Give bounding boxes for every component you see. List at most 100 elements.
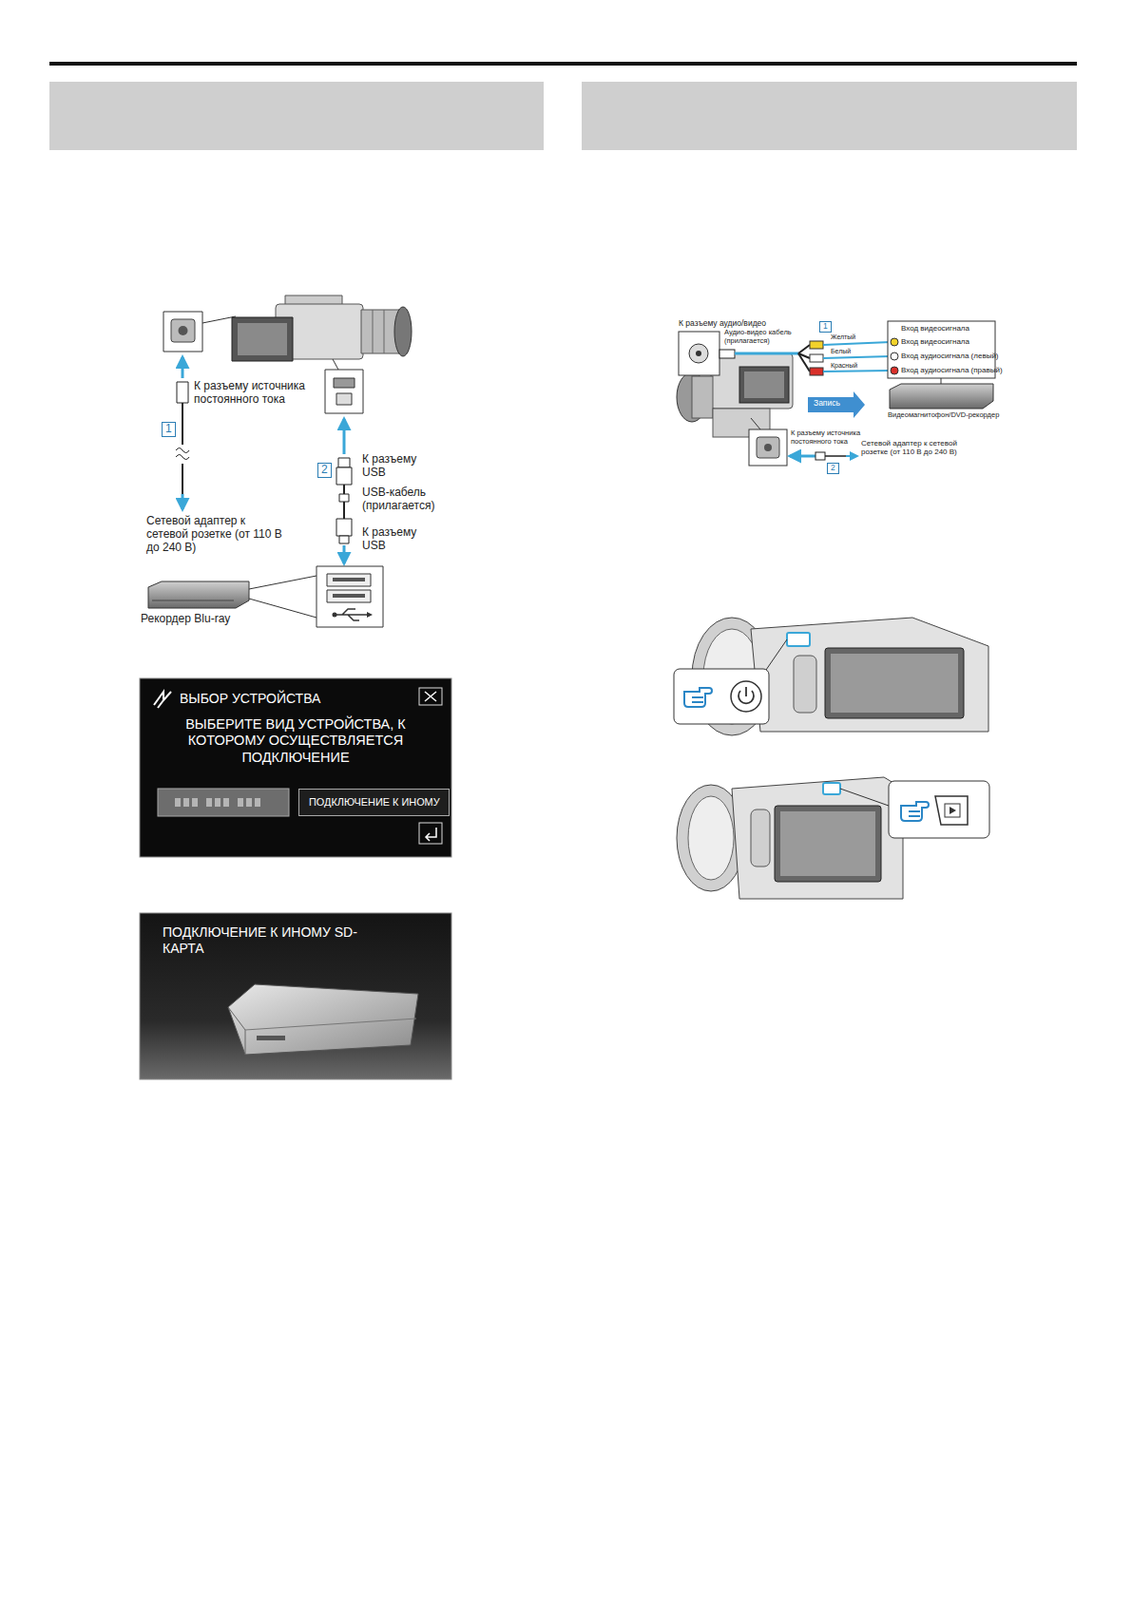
usb-connection-illustration-part: [163, 311, 203, 352]
device-select-screen-part: [425, 827, 437, 842]
usb-connection-illustration-part: [316, 566, 384, 628]
part-label: Запись: [813, 399, 841, 409]
usb-connection-illustration-part: [249, 575, 317, 590]
device-select-screen-part-part: [246, 798, 252, 807]
screen-button: ПОДКЛЮЧЕНИЕ К ИНОМУ: [298, 788, 450, 817]
av-connection-illustration-part: [691, 376, 713, 419]
usb-connection-illustration-part: [339, 536, 349, 544]
av-connection-illustration-part: [815, 452, 826, 461]
usb-connection-illustration-part: [178, 326, 189, 336]
usb-connection-illustration-part: [383, 309, 385, 354]
part-label: Вход видеосигнала: [901, 337, 970, 346]
power-button-illustration-part: [684, 688, 712, 708]
device-select-screen-part: [419, 823, 442, 845]
av-connection-illustration-part: [756, 437, 780, 459]
power-button-illustration-part-part: [684, 688, 712, 708]
av-connection-illustration: [676, 321, 996, 466]
usb-connection-illustration-part: [332, 359, 339, 370]
part-label: Рекордер Blu-ray: [140, 613, 231, 627]
av-connection-illustration-part: [940, 378, 942, 384]
usb-connection-illustration-part: [171, 319, 195, 343]
av-connection-illustration-part: [764, 443, 772, 452]
av-connection-illustration-part: [890, 366, 899, 375]
power-button-illustration-part: [745, 687, 748, 697]
av-connection-illustration-part: [807, 391, 865, 419]
playback-button-illustration-part-part: [908, 815, 921, 818]
usb-connection-illustration-part: [339, 494, 349, 502]
usb-connection-illustration-part: [176, 382, 189, 403]
playback-button-illustration-part: [840, 788, 889, 806]
sd-card-connect-screen-part: [228, 984, 419, 1056]
av-connection-illustration-part: [798, 345, 810, 354]
usb-connection-illustration-part: [332, 594, 365, 598]
callout-number: 2: [826, 462, 840, 475]
usb-connection-illustration-part: [325, 369, 364, 414]
av-connection-illustration-part: [889, 383, 994, 409]
av-connection-illustration-part: [710, 353, 793, 409]
power-button-illustration-part: [730, 681, 762, 712]
callout-number: 1: [161, 422, 176, 438]
page-frame: [49, 61, 1077, 151]
part-label: Видеомагнитофон/DVD-рекордер: [887, 411, 999, 421]
usb-connection-illustration-part: [336, 518, 352, 537]
av-connection-illustration-part: [823, 370, 891, 372]
av-connection-illustration-part: [689, 344, 709, 364]
power-button-illustration-part: [673, 669, 769, 725]
sd-card-connect-screen-part: [245, 1018, 417, 1031]
screen-title: ПОДКЛЮЧЕНИЕ К ИНОМУ SD-КАРТА: [162, 924, 382, 958]
usb-connection-illustration-part: [181, 463, 184, 495]
av-connection-illustration-part: [789, 455, 816, 459]
playback-button-illustration-part: [774, 805, 882, 883]
av-connection-illustration-part: [678, 331, 720, 376]
screen-title: ВЫБОР УСТРОЙСТВА: [179, 690, 321, 708]
part-label: USB-кабель (прилагается): [362, 486, 458, 514]
av-connection-illustration-part: [809, 341, 824, 349]
playback-button-illustration-part: [901, 802, 929, 822]
power-button-illustration-part-part: [691, 696, 704, 699]
usb-connection-illustration-part: [366, 612, 373, 618]
av-connection-illustration-part: [890, 352, 899, 361]
device-select-screen-part-part: [237, 798, 244, 807]
av-connection-illustration-part: [809, 354, 824, 363]
playback-button-illustration-part: [731, 777, 903, 900]
usb-connection-illustration-part: [332, 577, 365, 582]
screen-panel: ПОДКЛЮЧЕНИЕ К ИНОМУ SD-КАРТА: [139, 913, 452, 1080]
device-select-screen-part-part: [174, 798, 181, 807]
part-label: К разъему USB: [362, 526, 439, 554]
screen-panel: ПОДКЛЮЧЕНИЕ К ИНОМУ ВЫБОР УСТРОЙСТВА ВЫБЕР…: [139, 678, 452, 858]
part-label: Аудио-видео кабель (прилагается): [724, 328, 801, 346]
usb-connection-illustration-part: [343, 419, 346, 455]
playback-button-illustration-part: [750, 809, 770, 867]
part-label: Сетевой адаптер к сетевой розетке (от 11…: [861, 439, 985, 457]
av-connection-illustration-part: [748, 429, 787, 466]
part-label: К разъему источника постоянного тока: [193, 380, 308, 407]
usb-connection-illustration-part: [326, 574, 371, 587]
usb-connection-illustration-part: [338, 458, 350, 468]
part-label: Сетевой адаптер к сетевой розетке (от 11…: [146, 515, 289, 555]
part-label: Вход аудиосигнала (правый): [901, 365, 1003, 375]
usb-connection-illustration-part: [152, 600, 234, 602]
device-select-screen-part-part: [223, 798, 230, 807]
part-label: Вход аудиосигнала (левый): [901, 351, 999, 361]
usb-connection-illustration-part: [249, 598, 317, 618]
av-connection-illustration-part: [744, 371, 785, 399]
playback-button-illustration-part-part: [901, 802, 929, 822]
playback-button-illustration-part: [823, 783, 841, 795]
part-label: К разъему аудио/видео: [678, 319, 767, 329]
power-button-illustration-part: [750, 617, 989, 732]
part-label: К разъему USB: [362, 453, 439, 480]
power-button-illustration: [673, 617, 989, 736]
usb-connection-illustration-part: [231, 317, 293, 362]
sd-card-connect-screen: [139, 913, 452, 1080]
playback-button-illustration-part: [688, 796, 734, 881]
av-connection-illustration-part: [695, 350, 702, 357]
device-select-screen-part-part: [206, 798, 212, 807]
device-select-screen-part-part: [214, 798, 221, 807]
power-button-illustration-part: [766, 639, 787, 671]
device-select-screen-part-part: [183, 798, 190, 807]
screen-message: ВЫБЕРИТЕ ВИД УСТРОЙСТВА, К КОТОРОМУ ОСУЩ…: [162, 716, 429, 767]
part-label: Желтый: [830, 333, 856, 342]
device-select-screen-part-part: [191, 798, 198, 807]
av-connection-illustration-part: [719, 349, 735, 359]
screen-title: ПОДКЛЮЧЕНИЕ К ИНОМУ: [308, 796, 441, 809]
